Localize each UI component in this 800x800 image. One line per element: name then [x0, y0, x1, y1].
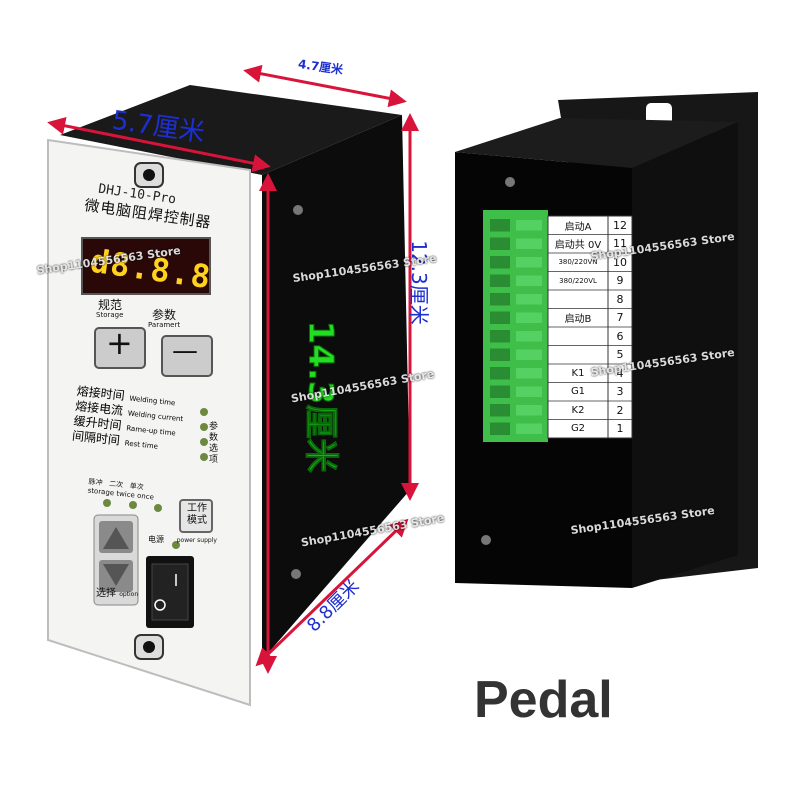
terminal-slot	[490, 256, 510, 269]
terminal-screw	[516, 405, 542, 416]
plus-button[interactable]	[94, 327, 146, 369]
led-display	[81, 237, 211, 295]
param-label-cn: 参数	[152, 308, 177, 322]
terminal-row: 380/220VN 10	[548, 253, 632, 272]
caption: Pedal	[474, 671, 613, 729]
terminal-slot	[490, 293, 510, 306]
terminal-row: G2 1	[548, 420, 632, 439]
power-led-icon	[172, 541, 180, 549]
terminal-number: 4	[616, 366, 624, 380]
down-arrow-icon	[103, 564, 129, 586]
terminal-label: 启动B	[564, 314, 592, 326]
terminal-number: 6	[616, 329, 624, 343]
terminal-row: 启动共 0V 11	[548, 235, 632, 254]
work-mode-label: 工作模式	[187, 503, 207, 526]
terminal-row: 5	[548, 346, 632, 365]
terminal-screw	[516, 275, 542, 286]
terminal-number: 8	[616, 292, 624, 306]
terminal-number: 3	[616, 385, 624, 399]
terminal-slot	[490, 311, 510, 324]
terminal-screw	[516, 312, 542, 323]
terminal-number: 2	[616, 403, 624, 417]
param-led-icon	[200, 453, 208, 461]
terminal-screw	[516, 368, 542, 379]
power-label: 电源 power supply	[148, 535, 217, 544]
plus-icon: +	[106, 324, 133, 362]
param-led-icon	[200, 408, 208, 416]
terminal-screw	[516, 349, 542, 360]
terminal-slot	[490, 219, 510, 232]
terminal-label: G2	[570, 423, 586, 435]
terminal-number: 7	[616, 311, 624, 325]
terminal-slot	[490, 404, 510, 417]
terminal-label: 380/220VN	[558, 258, 598, 267]
terminal-label: 启动共 0V	[554, 240, 602, 252]
terminal-slot	[490, 274, 510, 287]
terminal-screw	[516, 423, 542, 434]
terminal-row: G1 3	[548, 383, 632, 402]
screw-icon	[481, 535, 491, 545]
mode-led-icon	[154, 504, 162, 512]
terminal-number: 11	[613, 237, 627, 251]
terminal-label: 启动A	[564, 221, 592, 233]
select-label: 选择 option	[96, 588, 139, 599]
depth-arrow	[255, 518, 409, 667]
terminal-slot	[490, 367, 510, 380]
param-led-icon	[200, 423, 208, 431]
storage-label-en: Storage	[96, 311, 124, 319]
minus-button[interactable]	[161, 335, 213, 377]
right-unit-top-face	[455, 118, 738, 168]
width-front-arrow	[47, 116, 271, 173]
terminal-number: 1	[616, 422, 624, 436]
storage-label-cn: 规范	[98, 298, 123, 312]
terminal-slot	[490, 330, 510, 343]
terminal-screw	[516, 257, 542, 268]
power-off-icon	[154, 599, 166, 611]
terminal-slot	[490, 422, 510, 435]
terminal-row: K2 2	[548, 401, 632, 420]
terminal-label: K1	[571, 367, 585, 379]
width-top-arrow	[243, 64, 407, 108]
terminal-label: G1	[570, 386, 586, 398]
terminal-screw	[516, 386, 542, 397]
up-arrow-icon	[103, 527, 129, 549]
terminal-row: K1 4	[548, 364, 632, 383]
terminal-row: 380/220VL 9	[548, 272, 632, 291]
terminal-row: 6	[548, 327, 632, 346]
terminal-screw	[516, 331, 542, 342]
terminal-number: 12	[613, 218, 627, 232]
param-label-en: Paramert	[148, 321, 181, 329]
param-led-icon	[200, 438, 208, 446]
work-mode-button[interactable]	[179, 499, 213, 533]
terminal-number: 5	[616, 348, 624, 362]
right-unit-side	[632, 122, 738, 588]
mount-hole-icon	[143, 641, 155, 653]
mount-hole-icon	[143, 169, 155, 181]
terminal-row: 8	[548, 290, 632, 309]
terminal-slot	[490, 385, 510, 398]
terminal-slot	[490, 348, 510, 361]
screw-icon	[291, 569, 301, 579]
param-rows: 熔接时间 Welding time 熔接电流 Welding current 缓…	[71, 380, 186, 451]
param-options-label: 参数选项	[209, 422, 219, 465]
terminal-screw	[516, 238, 542, 249]
screw-icon	[293, 205, 303, 215]
mode-led-icon	[103, 499, 111, 507]
terminal-screw	[516, 220, 542, 231]
terminal-label: 380/220VL	[559, 276, 597, 285]
terminal-row: 启动A 12	[548, 216, 632, 235]
terminal-slot	[490, 237, 510, 250]
minus-icon: —	[172, 336, 198, 366]
terminal-number: 10	[613, 255, 627, 269]
terminal-label: K2	[571, 404, 585, 416]
terminal-screw	[516, 294, 542, 305]
screw-icon	[505, 177, 515, 187]
mode-led-icon	[129, 501, 137, 509]
terminal-number: 9	[616, 274, 624, 288]
terminal-row: 启动B 7	[548, 309, 632, 328]
